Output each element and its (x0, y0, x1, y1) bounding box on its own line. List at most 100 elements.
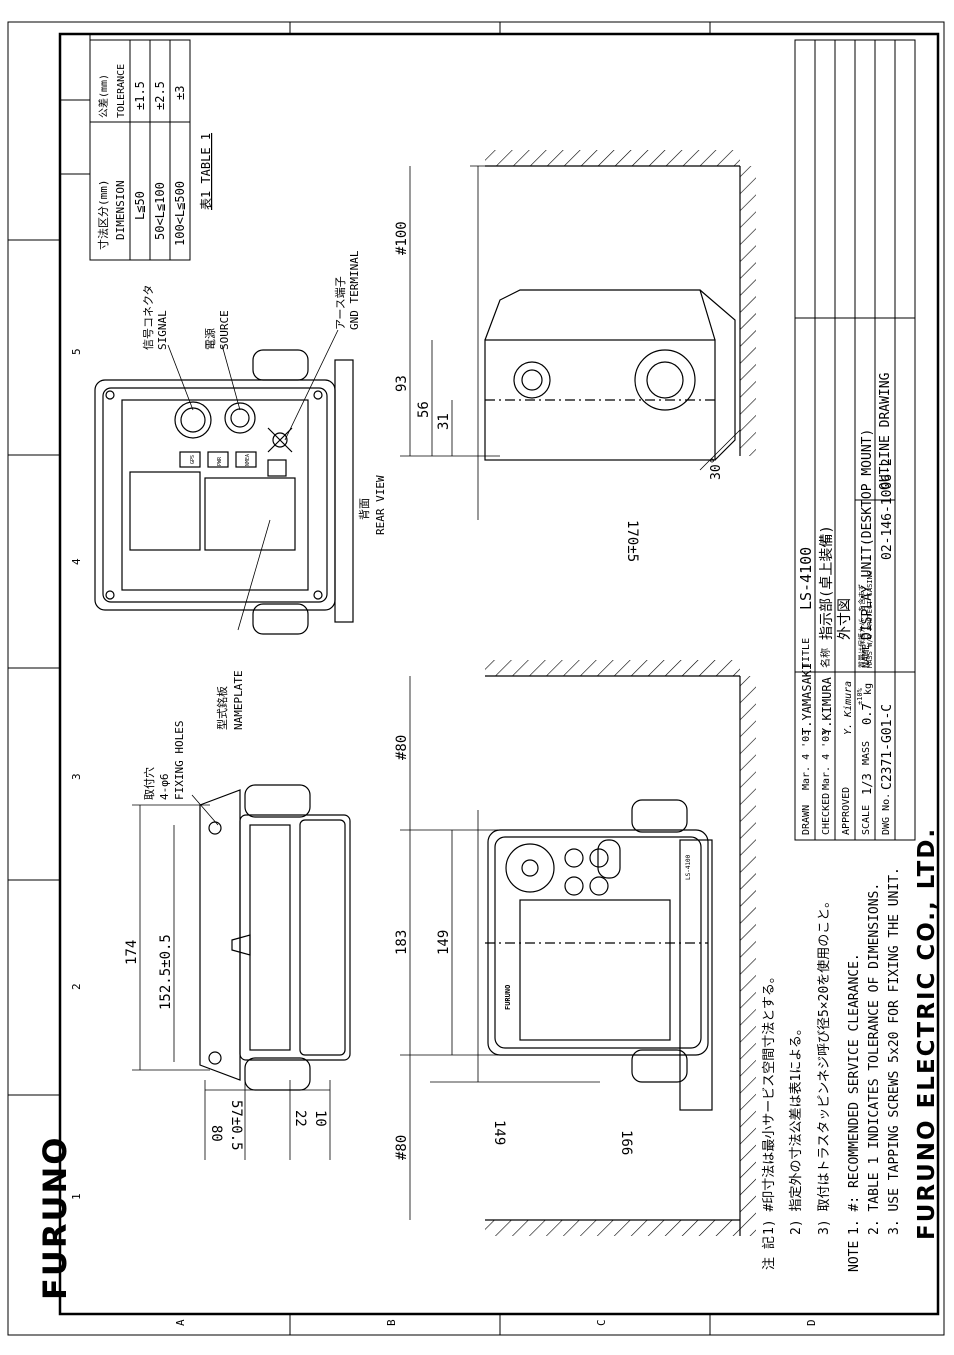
side-view (484, 150, 756, 461)
dim-30deg: 30° (709, 457, 724, 480)
grid-row-b: B (385, 1319, 398, 1326)
nameplate-label-jp: 型式銘板 (215, 686, 229, 730)
tb-drawn-name: T.YAMASAKI (800, 663, 814, 735)
tb-dwg-lbl: DWG No. (881, 793, 892, 835)
gnd-label-jp: アース端子 (334, 276, 347, 330)
tol-row-1-dim: L≦50 (133, 191, 147, 220)
tb-name-jp-lbl: 名称 (819, 648, 832, 668)
frame-border (58, 32, 940, 1316)
rear-view-label-jp: 背面 (357, 498, 371, 520)
tb-title: LS-4100 (797, 547, 815, 610)
top-view-dims (132, 794, 331, 1160)
dim-174: 174 (124, 940, 140, 965)
tb-checked-date: Mar. 4 '03 (821, 730, 832, 790)
grid-row-d: D (805, 1319, 818, 1326)
jack-ps-label: PWR (217, 456, 223, 466)
tb-mass-lbl: MASS (861, 741, 872, 765)
dim-22: 22 (292, 1110, 308, 1127)
furuno-logo: FURUNO (36, 1136, 74, 1300)
rear-view: GPS PWR NMEA (94, 349, 354, 635)
front-view-dims (400, 676, 600, 1220)
tb-scale-lbl: SCALE (861, 805, 872, 835)
tb-dwg: C2371-G01-C (880, 704, 895, 790)
grid-col-3: 3 (70, 773, 83, 780)
note-jp-1: 1) #印寸法は最小サービス空間寸法とする。 (762, 970, 777, 1235)
tb-scale: 1/3 (860, 773, 874, 795)
dim-93: 93 (394, 375, 410, 392)
grid-row-c: C (595, 1319, 608, 1326)
tb-name-en: DISPLAY UNIT(DESKTOP MOUNT) (860, 429, 875, 640)
dim-149b: 149 (491, 1120, 507, 1145)
signal-label-en: SIGNAL (156, 310, 169, 350)
note-en-2: 2. TABLE 1 INDICATES TOLERANCE OF DIMENS… (867, 883, 882, 1235)
fixing-label-num: 4-φ6 (158, 774, 171, 801)
dim-183: 183 (394, 930, 410, 955)
side-view-dims (400, 165, 741, 520)
tb-mass: 0.7 (860, 703, 874, 725)
grid-row-a: A (174, 1319, 187, 1326)
grid-col-2: 2 (70, 983, 83, 990)
fixing-label-en: FIXING HOLES (173, 721, 186, 800)
tb-mass-note-en: MASS W/O PROTECT CASING (866, 571, 874, 668)
tb-mass-unit: kg (863, 683, 874, 695)
tolerance-table: 寸法区分(mm) DIMENSION 公差(mm) TOLERANCE L≦50… (89, 39, 213, 261)
dim-100: #100 (394, 221, 410, 255)
jack-nmea-label: NMEA (245, 454, 251, 466)
tb-checked-name: Y.KIMURA (820, 676, 834, 735)
dim-56: 56 (416, 401, 432, 418)
grid-col-1: 1 (70, 1193, 83, 1200)
tol-row-2-dim: 50<L≦100 (153, 182, 167, 240)
rear-view-label-en: REAR VIEW (374, 475, 387, 535)
tb-title-lbl: TITLE (801, 638, 812, 668)
revision-box (59, 33, 91, 175)
tol-head-tol-jp: 公差(mm) (97, 74, 110, 118)
dim-166: 166 (618, 1130, 634, 1155)
front-view (485, 660, 756, 1236)
tb-drawn-lbl: DRAWN (801, 805, 812, 835)
grid-col-5: 5 (70, 348, 83, 355)
grid-col-4: 4 (70, 558, 83, 565)
gnd-label-en: GND TERMINAL (348, 250, 361, 330)
tol-row-3-tol: ±3 (173, 86, 187, 100)
dim-80c: #80 (394, 1135, 410, 1160)
tol-head-tol-en: TOLERANCE (116, 64, 127, 118)
dim-170: 170±5 (624, 520, 640, 562)
tb-name-en2: OUTLINE DRAWING (878, 372, 893, 490)
notes-jp-head: 注 記 (761, 1236, 777, 1270)
signal-label-jp: 信号コネクタ (142, 284, 155, 350)
tb-name-jp: 指示部(卓上装備) (819, 525, 835, 640)
tol-row-3-dim: 100<L≦500 (173, 181, 187, 246)
note-en-3: 3. USE TAPPING SCREWS 5x20 FOR FIXING TH… (887, 867, 902, 1235)
dim-80b: #80 (394, 735, 410, 760)
dim-149a: 149 (436, 930, 452, 955)
tol-row-1-tol: ±1.5 (133, 81, 147, 110)
source-label-jp: 電源 (203, 328, 217, 350)
source-label-en: SOURCE (218, 310, 231, 350)
company-name: FURUNO ELECTRIC CO., LTD. (914, 827, 940, 1240)
note-en-1: 1. #: RECOMMENDED SERVICE CLEARANCE. (847, 953, 862, 1235)
dim-10: 10 (312, 1110, 328, 1127)
tol-head-dim-en: DIMENSION (114, 180, 127, 240)
top-view (199, 784, 351, 1091)
tol-row-2-tol: ±2.5 (153, 81, 167, 110)
fixing-label-jp: 取付穴 (142, 767, 156, 800)
tb-mass-note-jp: 質量は保護カバーを含まず (857, 584, 866, 668)
nameplate-label-en: NAMEPLATE (232, 670, 245, 730)
notes: 注 記 1) #印寸法は最小サービス空間寸法とする。 2) 指定外の寸法公差は表… (761, 867, 902, 1272)
front-brand: FURUNO (504, 985, 512, 1010)
tb-approved-lbl: APPROVED (841, 787, 852, 835)
tb-drawn-date: Mar. 4 '03 (801, 730, 812, 790)
tb-checked-lbl: CHECKED (821, 793, 832, 835)
front-model: LS-4100 (685, 854, 692, 880)
outer-border (7, 21, 945, 1336)
tol-caption: 表1 TABLE 1 (199, 133, 213, 210)
note-jp-3: 3) 取付はトラスタッピンネジ呼び径5×20を使用のこと。 (816, 895, 832, 1235)
dim-80a: 80 (208, 1125, 224, 1142)
tb-approved-sig: Y. Kimura (843, 681, 854, 735)
note-jp-2: 2) 指定外の寸法公差は表1による。 (789, 1022, 804, 1235)
jack-gps-label: GPS (190, 455, 196, 464)
dim-31: 31 (436, 413, 452, 430)
tb-mass-tol: ±10% (856, 687, 864, 705)
